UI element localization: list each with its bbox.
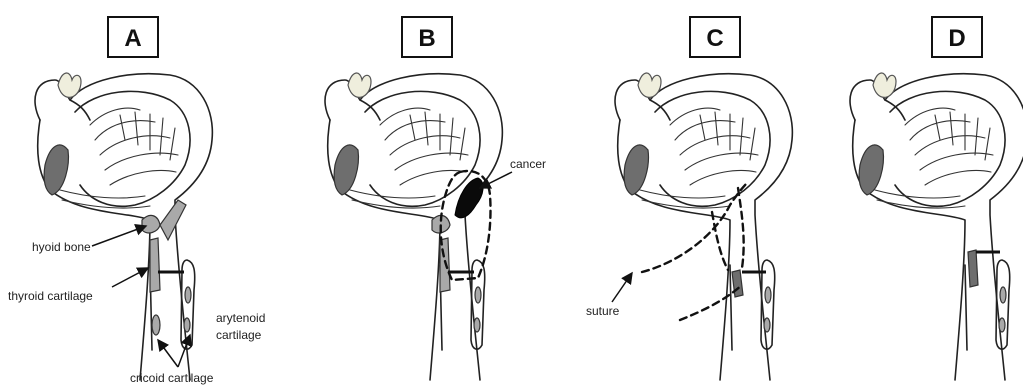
panel-d-letter: D — [948, 25, 965, 52]
label-cricoid-cartilage: cricoid cartilage — [130, 371, 214, 385]
panel-d: D — [850, 17, 1023, 380]
reconstructed-larynx — [968, 250, 978, 287]
arrow-cricoid-left — [158, 340, 178, 367]
cancer-mass — [455, 178, 483, 218]
thyroid-cartilage-shape — [150, 238, 160, 292]
label-arytenoid-line1: arytenoid — [216, 311, 265, 325]
label-cancer: cancer — [510, 157, 546, 171]
suture-line-upper — [642, 182, 748, 272]
suture-line-vertical — [738, 188, 744, 268]
panel-c-letter: C — [706, 25, 723, 52]
cricoid-ring — [152, 315, 160, 335]
panel-c-anatomy — [615, 73, 792, 380]
label-hyoid-bone: hyoid bone — [32, 240, 91, 254]
arrow-thyroid-cartilage — [112, 268, 148, 287]
suture-line-lower — [680, 285, 742, 320]
panel-b: B cancer — [325, 17, 546, 380]
panel-a-anatomy — [35, 73, 212, 380]
epiglottis — [142, 215, 160, 233]
arrow-hyoid-bone — [92, 226, 146, 246]
panel-d-anatomy — [850, 73, 1023, 380]
panel-a: A hyoid bone thyroid cartilage arytenoid… — [8, 17, 265, 385]
panel-a-letter: A — [124, 25, 141, 52]
label-suture: suture — [586, 304, 620, 318]
label-thyroid-cartilage: thyroid cartilage — [8, 289, 93, 303]
panel-b-anatomy — [325, 73, 502, 380]
aryepiglottic-fold — [160, 200, 186, 240]
arrow-suture — [612, 273, 632, 302]
label-arytenoid-line2: cartilage — [216, 328, 262, 342]
panel-c: C suture — [586, 17, 792, 380]
panel-b-letter: B — [418, 25, 435, 52]
